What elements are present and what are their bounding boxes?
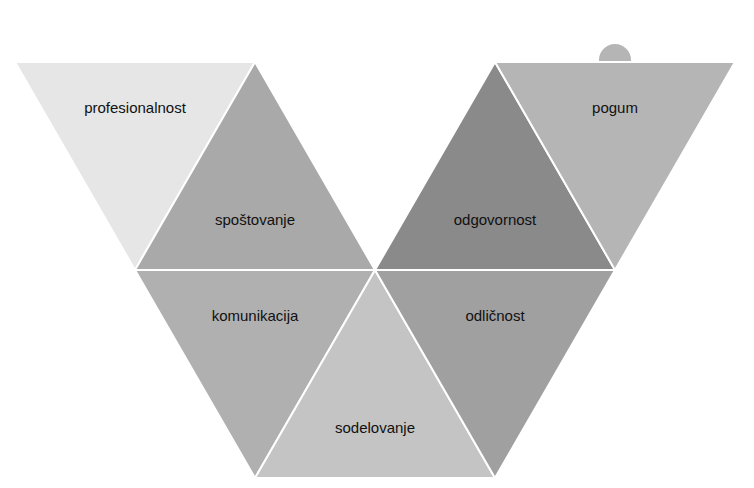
value-label: komunikacija — [135, 307, 375, 325]
value-label: sodelovanje — [255, 419, 495, 437]
value-label: odgovornost — [375, 211, 615, 229]
value-label: odličnost — [375, 307, 615, 325]
value-label: profesionalnost — [15, 99, 255, 117]
triangle-outline — [495, 62, 735, 270]
puzzle-triangle: pogum — [495, 62, 735, 270]
puzzle-triangle: odličnost — [375, 270, 615, 478]
triangle-outline — [375, 270, 615, 478]
triangle-shape — [375, 270, 615, 478]
triangle-shape — [135, 62, 375, 270]
triangle-shape — [495, 62, 735, 270]
value-label: pogum — [495, 99, 735, 117]
triangle-outline — [135, 62, 375, 270]
puzzle-triangle: spoštovanje — [135, 62, 375, 270]
value-label: spoštovanje — [135, 211, 375, 229]
